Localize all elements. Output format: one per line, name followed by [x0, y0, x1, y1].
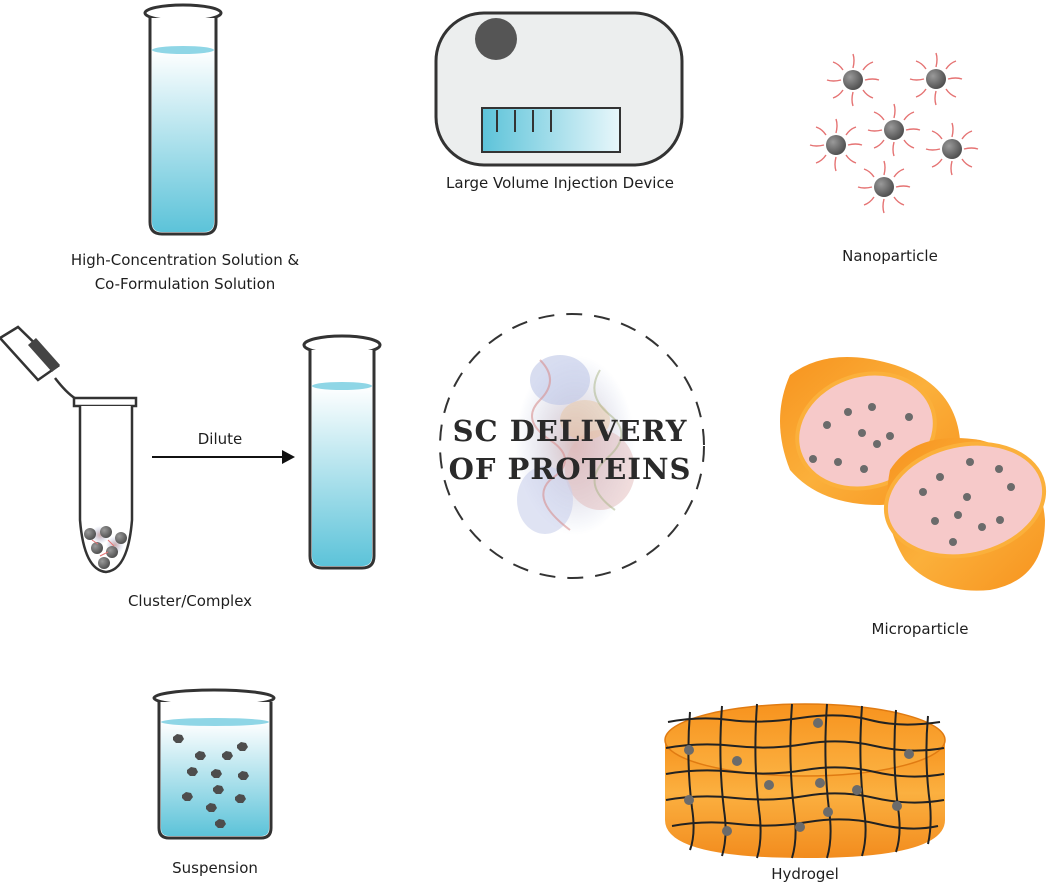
- label-dilute: Dilute: [197, 430, 243, 448]
- test-tube-high-concentration: [143, 3, 223, 236]
- center-title-line2: OF PROTEINS: [448, 452, 692, 486]
- nanoparticle: [857, 160, 911, 214]
- microparticle-right: [883, 438, 1047, 591]
- label-high-concentration-line1: High-Concentration Solution &: [70, 251, 300, 269]
- dilute-arrow: [152, 450, 295, 464]
- label-nanoparticle: Nanoparticle: [842, 247, 938, 265]
- label-injection-device: Large Volume Injection Device: [446, 174, 674, 192]
- center-title-line1: SC DELIVERY: [452, 414, 688, 448]
- microcentrifuge-tube: [0, 325, 138, 574]
- nanoparticle-group: [809, 52, 979, 214]
- label-cluster-complex: Cluster/Complex: [127, 592, 253, 610]
- protein-structure-icon: [515, 355, 635, 535]
- label-hydrogel: Hydrogel: [771, 865, 839, 883]
- nanoparticle: [809, 118, 863, 172]
- label-suspension: Suspension: [172, 859, 258, 877]
- hydrogel-disc: [664, 703, 946, 859]
- test-tube-diluted: [302, 334, 382, 570]
- injection-device: [434, 11, 684, 167]
- label-high-concentration-line2: Co-Formulation Solution: [94, 275, 276, 293]
- nanoparticle: [867, 103, 921, 157]
- nanoparticle: [925, 122, 979, 176]
- nanoparticle: [826, 53, 880, 107]
- suspension-beaker: [152, 688, 276, 840]
- nanoparticle: [909, 52, 963, 106]
- cluster-particles: [84, 526, 127, 569]
- label-microparticle: Microparticle: [871, 620, 969, 638]
- center-protein: [439, 313, 705, 579]
- center-title: SC DELIVERY OF PROTEINS: [440, 412, 700, 488]
